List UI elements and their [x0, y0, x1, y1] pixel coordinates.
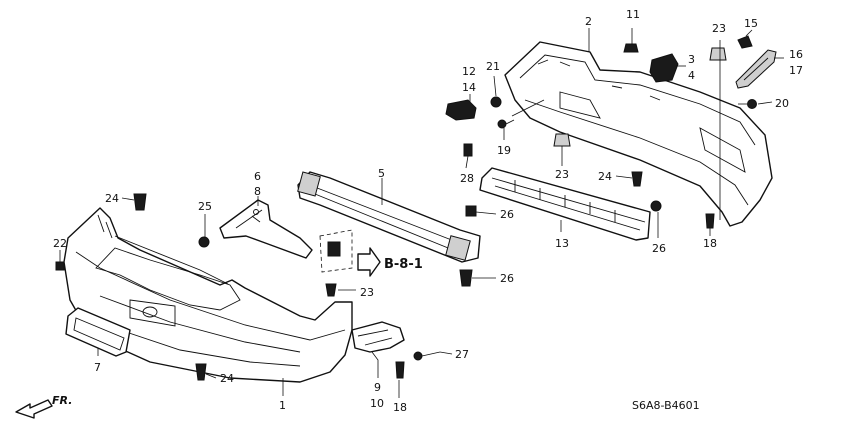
callout-23-front: 23	[360, 286, 374, 299]
leader-lines	[59, 28, 784, 398]
callout-4: 4	[688, 69, 695, 82]
rear-side-bracket	[735, 49, 777, 89]
reference-detail-box	[319, 229, 353, 273]
callout-23-rear: 23	[712, 22, 726, 35]
callout-3: 3	[688, 53, 695, 66]
callout-15: 15	[744, 17, 758, 30]
front-reinforcement	[297, 171, 481, 263]
callout-12: 12	[462, 65, 476, 78]
callout-2: 2	[585, 15, 592, 28]
rear-bumper-side-spacer	[445, 99, 477, 121]
callout-18-front: 18	[393, 401, 407, 414]
callout-10: 10	[370, 397, 384, 410]
front-direction-label: FR.	[52, 394, 72, 407]
front-bumper-face	[63, 207, 353, 383]
callout-18-rear: 18	[703, 237, 717, 250]
callout-23-mid: 23	[555, 168, 569, 181]
callout-5: 5	[378, 167, 385, 180]
front-lower-bracket	[351, 321, 405, 353]
license-plate-base	[65, 307, 131, 357]
callout-8: 8	[254, 185, 261, 198]
callout-13: 13	[555, 237, 569, 250]
callout-19: 19	[497, 144, 511, 157]
callout-24-front-lower: 24	[220, 372, 234, 385]
rear-bumper-face	[504, 41, 773, 227]
callout-7: 7	[94, 361, 101, 374]
callout-27: 27	[455, 348, 469, 361]
callout-16: 16	[789, 48, 803, 61]
callout-26-rear: 26	[652, 242, 666, 255]
callout-1: 1	[279, 399, 286, 412]
callout-9: 9	[374, 381, 381, 394]
callout-26-lower: 26	[500, 272, 514, 285]
callout-22: 22	[53, 237, 67, 250]
callout-17: 17	[789, 64, 803, 77]
callout-20: 20	[775, 97, 789, 110]
reference-arrow	[357, 247, 381, 277]
callout-24-rear: 24	[598, 170, 612, 183]
callout-26-upper: 26	[500, 208, 514, 221]
front-bumper-side-bracket	[219, 199, 313, 259]
callout-21: 21	[486, 60, 500, 73]
rear-reflector	[649, 53, 679, 83]
callout-25: 25	[198, 200, 212, 213]
section-reference-label: B-8-1	[384, 257, 423, 272]
callout-14: 14	[462, 81, 476, 94]
callout-6: 6	[254, 170, 261, 183]
rear-absorber	[479, 167, 651, 241]
callout-28: 28	[460, 172, 474, 185]
callout-11: 11	[626, 8, 640, 21]
callout-24-front-upper: 24	[105, 192, 119, 205]
diagram-code: S6A8-B4601	[632, 399, 700, 412]
rear-bracket-clip	[737, 35, 753, 49]
fastener-clips	[55, 43, 757, 381]
front-direction-arrow	[15, 399, 53, 419]
